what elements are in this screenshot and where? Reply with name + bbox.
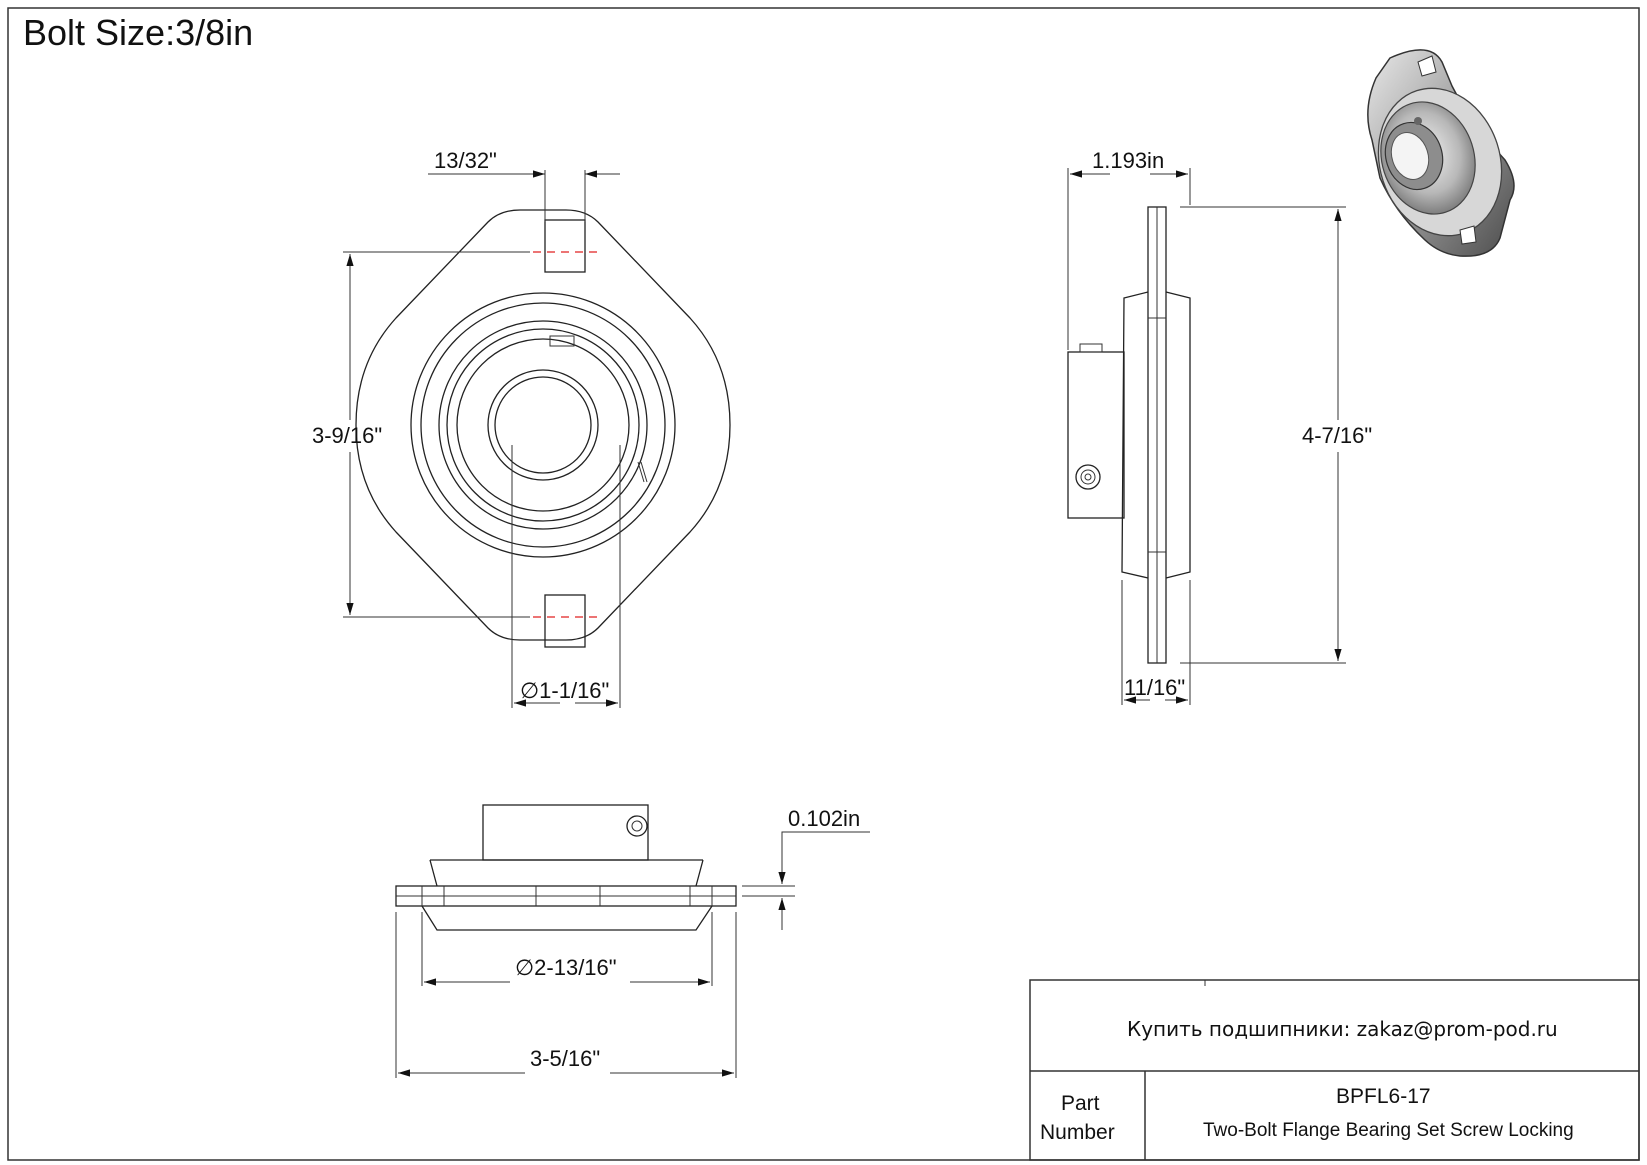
dim-clearance: 0.102in: [788, 806, 860, 831]
dim-overall-width: 3-5/16": [530, 1046, 600, 1071]
housing-ring-4: [446, 328, 640, 522]
dim-flange-thickness: 11/16": [1124, 675, 1185, 700]
title-block-part-description: Two-Bolt Flange Bearing Set Screw Lockin…: [1203, 1120, 1574, 1141]
title-block-order-text: Купить подшипники: zakaz@prom-pod.ru: [1127, 1017, 1558, 1041]
bottom-collar: [482, 804, 649, 861]
title-block-part-label-2: Number: [1040, 1121, 1115, 1144]
bore-outer: [487, 369, 599, 481]
iso-bolt-hole-top: [1417, 55, 1437, 77]
housing-ring-3: [438, 320, 648, 530]
title-block-part-label-1: Part: [1061, 1092, 1100, 1115]
dim-bolt-spacing: 3-9/16": [312, 423, 382, 448]
front-view: 13/32" 3-9/16" ∅1-1/16": [312, 148, 731, 708]
set-screw-tab: [549, 335, 575, 347]
title-block: Купить подшипники: zakaz@prom-pod.ru Par…: [1029, 979, 1640, 1161]
dim-bore-diameter: ∅1-1/16": [520, 678, 609, 703]
title-block-part-number: BPFL6-17: [1336, 1085, 1431, 1108]
side-set-screw: [1075, 464, 1101, 490]
dim-overall-height: 4-7/16": [1302, 423, 1372, 448]
housing-ring-2: [420, 302, 666, 548]
bottom-housing: [429, 859, 704, 887]
bearing-ring: [456, 338, 630, 512]
bolt-hole-top: [544, 219, 586, 273]
sheet-border: [7, 7, 1640, 1161]
sheet-title: Bolt Size:3/8in: [23, 12, 253, 53]
dim-overall-depth: 1.193in: [1092, 148, 1164, 173]
side-view: 1.193in 4-7/16" 11/16": [1067, 148, 1372, 705]
isometric-preview: [1367, 49, 1515, 257]
housing-ring-outer: [410, 292, 676, 558]
iso-bolt-hole-bottom: [1459, 225, 1477, 245]
side-housing: [1121, 291, 1149, 579]
bore-inner: [494, 376, 592, 474]
set-screw-detail: [637, 461, 648, 483]
dim-pilot-diameter: ∅2-13/16": [515, 955, 617, 980]
bottom-view: 0.102in ∅2-13/16" 3-5/16": [395, 804, 870, 1078]
bolt-hole-bottom: [544, 594, 586, 648]
dim-bolt-hole-width: 13/32": [434, 148, 497, 173]
side-collar: [1067, 351, 1125, 519]
flange-outline: [355, 209, 731, 641]
